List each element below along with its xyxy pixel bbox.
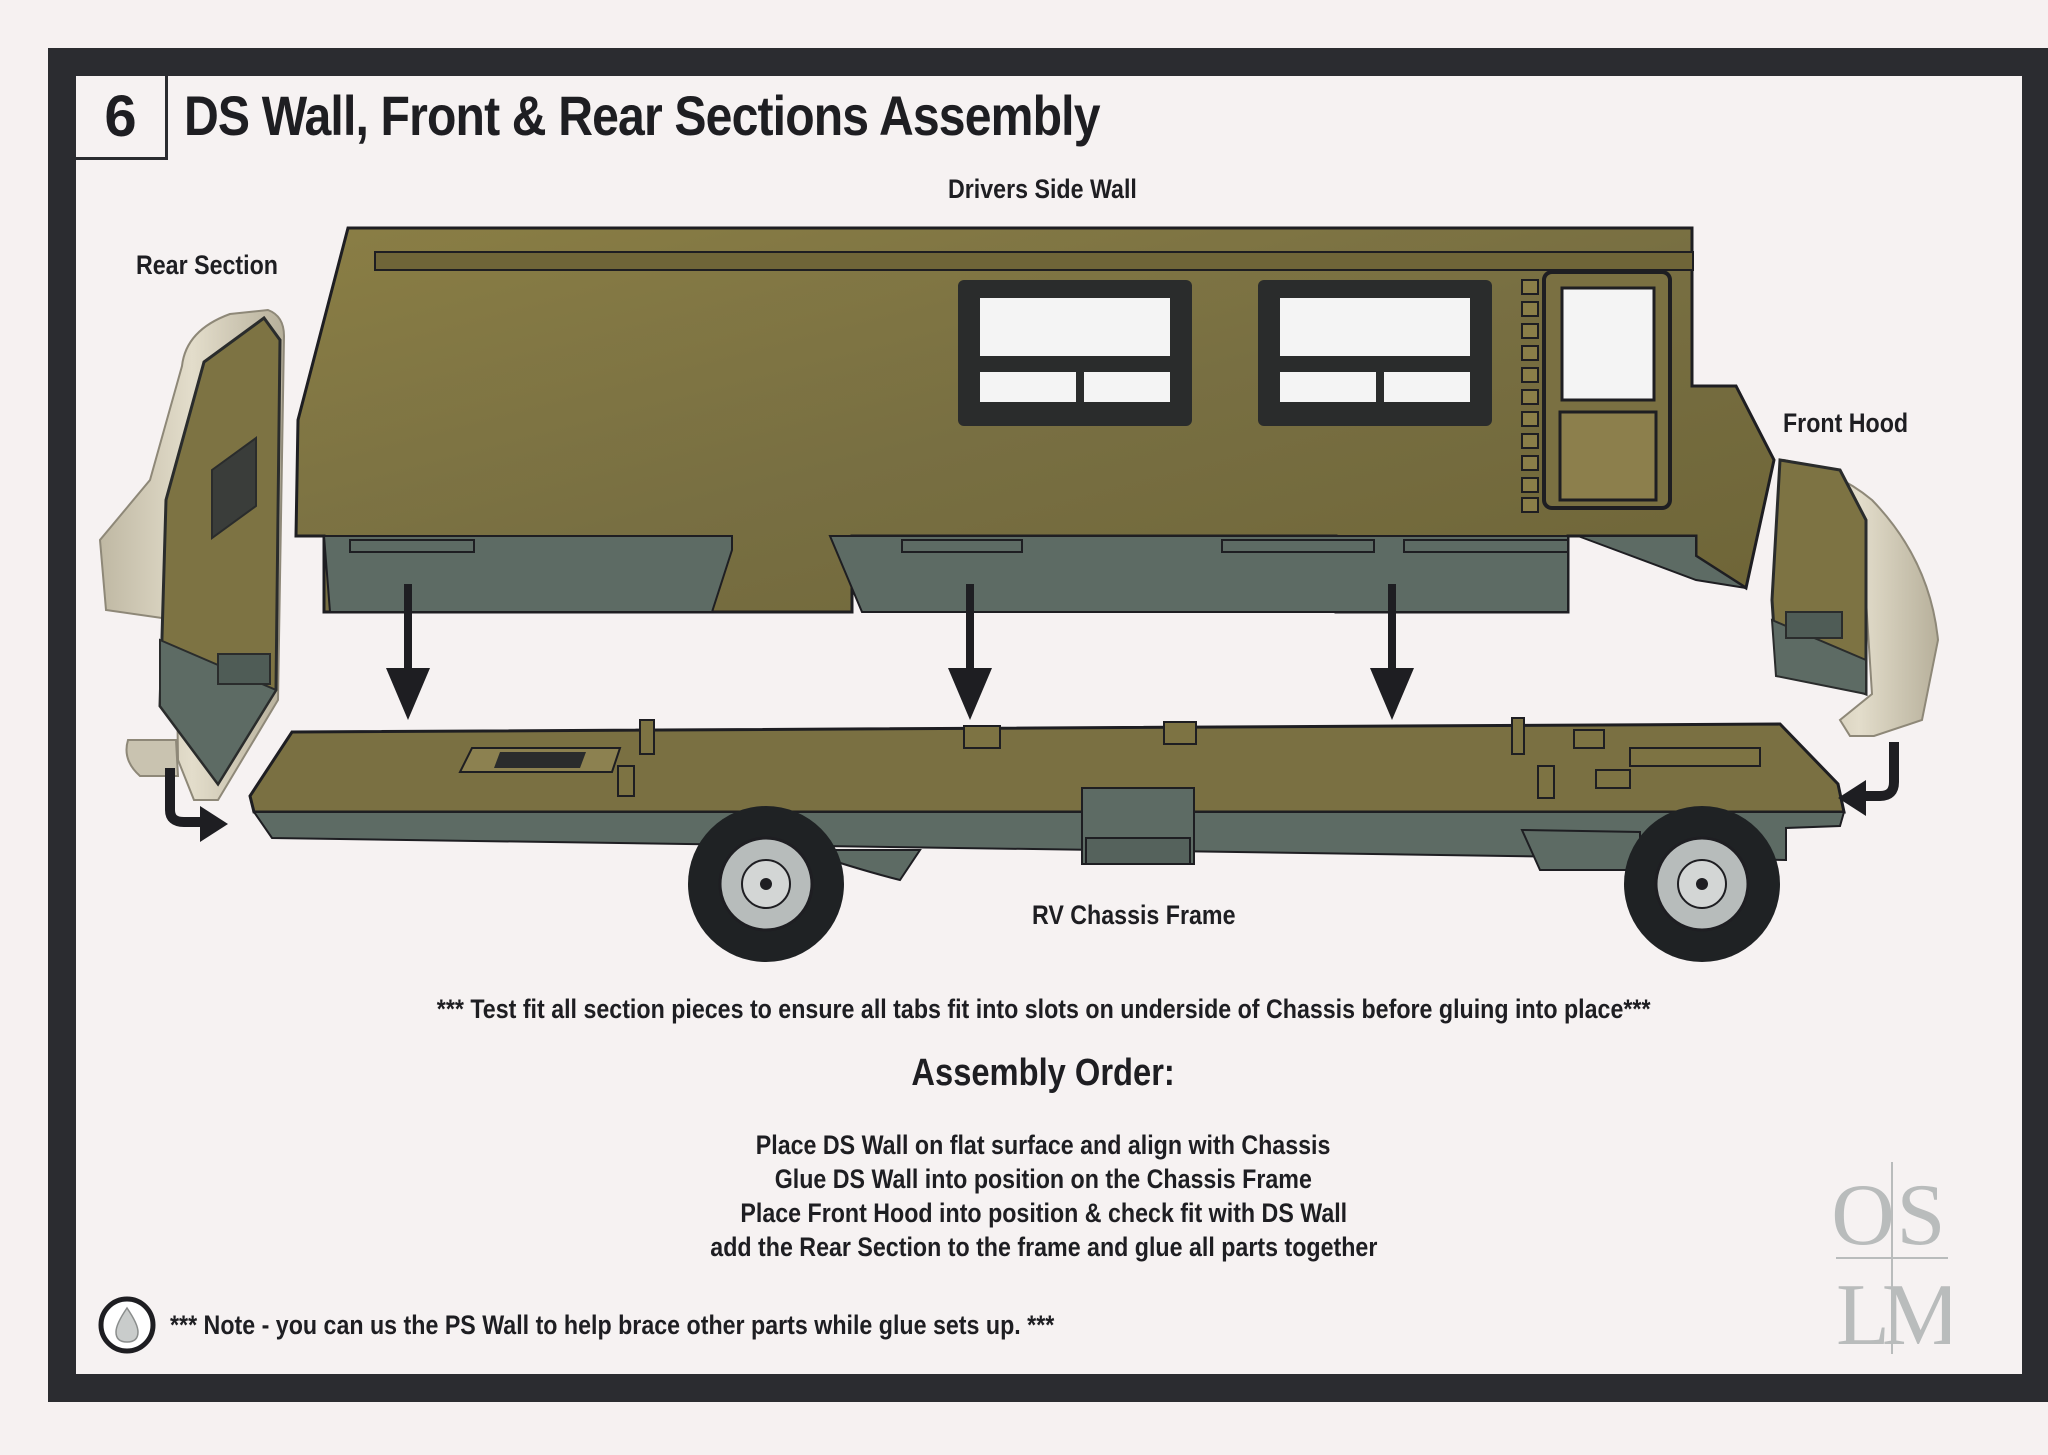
assembly-step: add the Rear Section to the frame and gl… bbox=[709, 1232, 1378, 1262]
front-hood bbox=[1770, 458, 1940, 737]
assembly-step: Glue DS Wall into position on the Chassi… bbox=[774, 1164, 1313, 1194]
left-wheel bbox=[688, 806, 922, 962]
right-wheel bbox=[1520, 806, 1780, 962]
page-title: DS Wall, Front & Rear Sections Assembly bbox=[184, 84, 1100, 147]
assembly-step: Place Front Hood into position & check f… bbox=[740, 1198, 1347, 1228]
test-fit-note: *** Test fit all section pieces to ensur… bbox=[436, 994, 1651, 1024]
glue-drop-icon bbox=[98, 1296, 156, 1354]
oslm-logo: OS LM bbox=[1834, 1162, 1950, 1356]
rv-chassis-frame bbox=[248, 717, 1846, 962]
assembly-step: Place DS Wall on flat surface and align … bbox=[756, 1130, 1331, 1160]
front-hood-label: Front Hood bbox=[1783, 408, 1909, 438]
svg-text:OS: OS bbox=[1834, 1167, 1945, 1264]
step-number: 6 bbox=[76, 76, 168, 160]
svg-text:LM: LM bbox=[1836, 1267, 1950, 1356]
bottom-note: *** Note - you can us the PS Wall to hel… bbox=[170, 1310, 1055, 1340]
down-arrow-icon bbox=[386, 584, 1414, 720]
curved-arrow-icon bbox=[165, 742, 1899, 827]
assembly-order-heading: Assembly Order: bbox=[911, 1052, 1176, 1094]
rear-section-label: Rear Section bbox=[136, 250, 278, 280]
drivers-side-wall bbox=[294, 226, 1776, 614]
chassis-label: RV Chassis Frame bbox=[1032, 900, 1236, 930]
drivers-side-wall-label: Drivers Side Wall bbox=[948, 174, 1137, 204]
assembly-steps: Place DS Wall on flat surface and align … bbox=[76, 1128, 2011, 1264]
rear-section bbox=[98, 308, 286, 801]
